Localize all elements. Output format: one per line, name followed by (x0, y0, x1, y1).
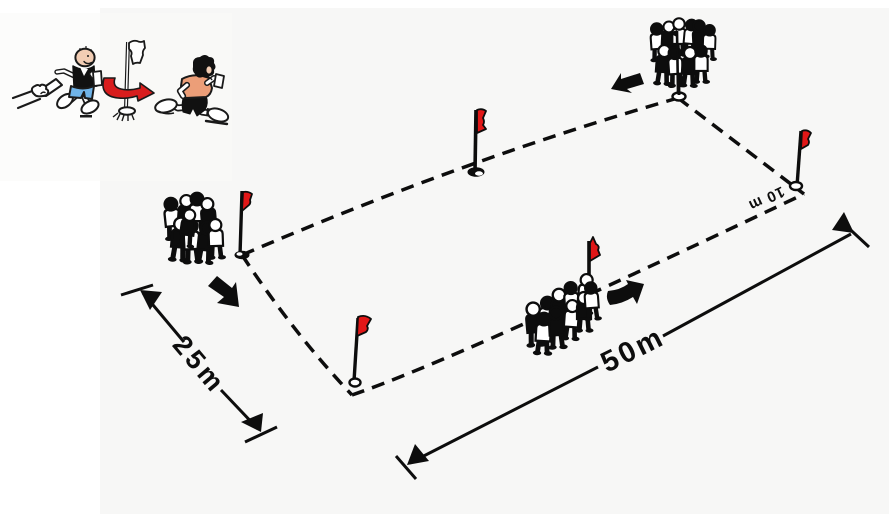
svg-text:10 m: 10 m (745, 183, 787, 215)
svg-text:50m: 50m (596, 321, 670, 380)
svg-text:25m: 25m (167, 330, 232, 400)
